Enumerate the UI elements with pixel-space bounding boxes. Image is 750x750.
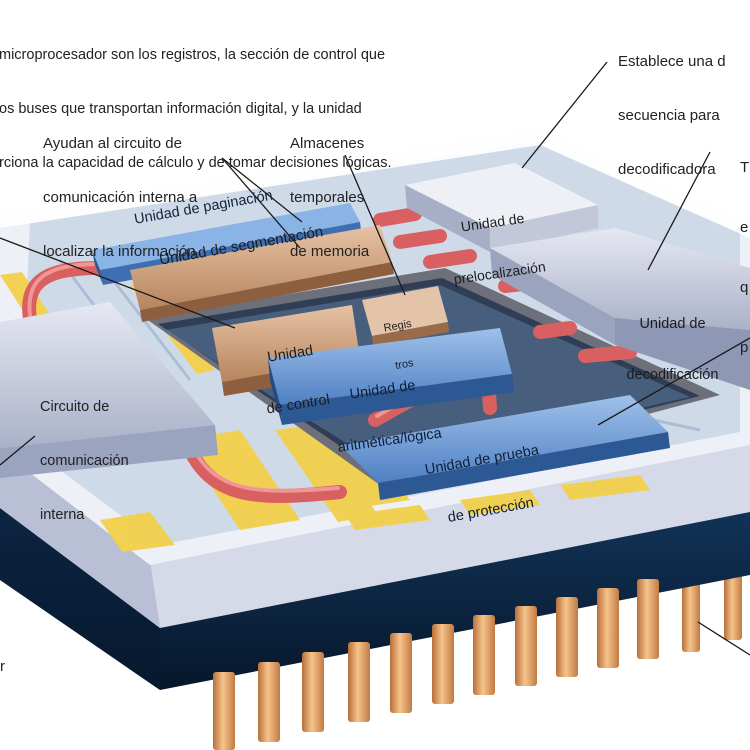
block-circuito <box>0 302 218 478</box>
label-decodificacion: Unidad de decodificación <box>600 282 745 401</box>
callout-almacenes: Almacenes temporales de memoria <box>290 99 369 279</box>
block-prueba <box>340 395 670 500</box>
block-decodificacion <box>490 228 750 390</box>
callout-line: secuencia para <box>618 107 720 124</box>
callout-line: r <box>0 658 5 675</box>
callout-line: de memoria <box>290 243 370 260</box>
intro-line: os buses que transportan información dig… <box>0 101 362 117</box>
callout-line: temporales <box>290 189 365 206</box>
intro-line: microprocesador son los registros, la se… <box>0 47 386 63</box>
label-line: decodificación <box>626 367 719 383</box>
callout-line: p <box>740 339 749 356</box>
intro-text: microprocesador son los registros, la se… <box>0 10 392 190</box>
label-line: prelocalización <box>452 258 547 288</box>
callout-right-partial: T e q p <box>740 118 749 378</box>
back-pins <box>682 560 742 652</box>
callout-line: Ayudan al circuito de <box>43 135 182 152</box>
label-line: comunicación <box>40 453 129 469</box>
callout-line: localizar la información <box>43 243 196 260</box>
callout-line: comunicación interna a <box>43 189 198 206</box>
chip-pins <box>213 579 659 750</box>
label-line: Unidad de <box>348 377 417 403</box>
leader-lines <box>0 61 750 656</box>
label-line: Unidad de prueba <box>423 442 541 479</box>
callout-ayudan: Ayudan al circuito de comunicación inter… <box>43 99 197 279</box>
label-line: Regis <box>382 317 413 335</box>
callout-line: Almacenes <box>290 135 365 152</box>
callout-left-partial: r <box>0 622 8 694</box>
intro-line: rciona la capacidad de cálculo y de toma… <box>0 155 392 171</box>
callout-line: decodificadora <box>618 161 716 178</box>
block-aritmetica <box>268 328 514 425</box>
label-line: Unidad de <box>459 209 526 235</box>
label-circuito: Circuito de comunicación interna <box>40 362 129 542</box>
block-prelocalizacion <box>405 163 598 252</box>
callout-line: Establece una d <box>618 53 726 70</box>
callout-line: T <box>740 159 750 176</box>
label-line: Unidad de <box>639 316 706 332</box>
callout-establece: Establece una d secuencia para decodific… <box>618 17 726 197</box>
label-prelocalizacion: Unidad de prelocalización <box>432 173 557 306</box>
chip-base <box>0 505 750 690</box>
block-registros <box>362 286 449 346</box>
label-line: interna <box>40 507 85 523</box>
block-segmentacion <box>130 225 394 322</box>
callout-line: q <box>740 279 749 296</box>
label-line: Circuito de <box>40 399 110 415</box>
callout-line: e <box>740 219 749 236</box>
